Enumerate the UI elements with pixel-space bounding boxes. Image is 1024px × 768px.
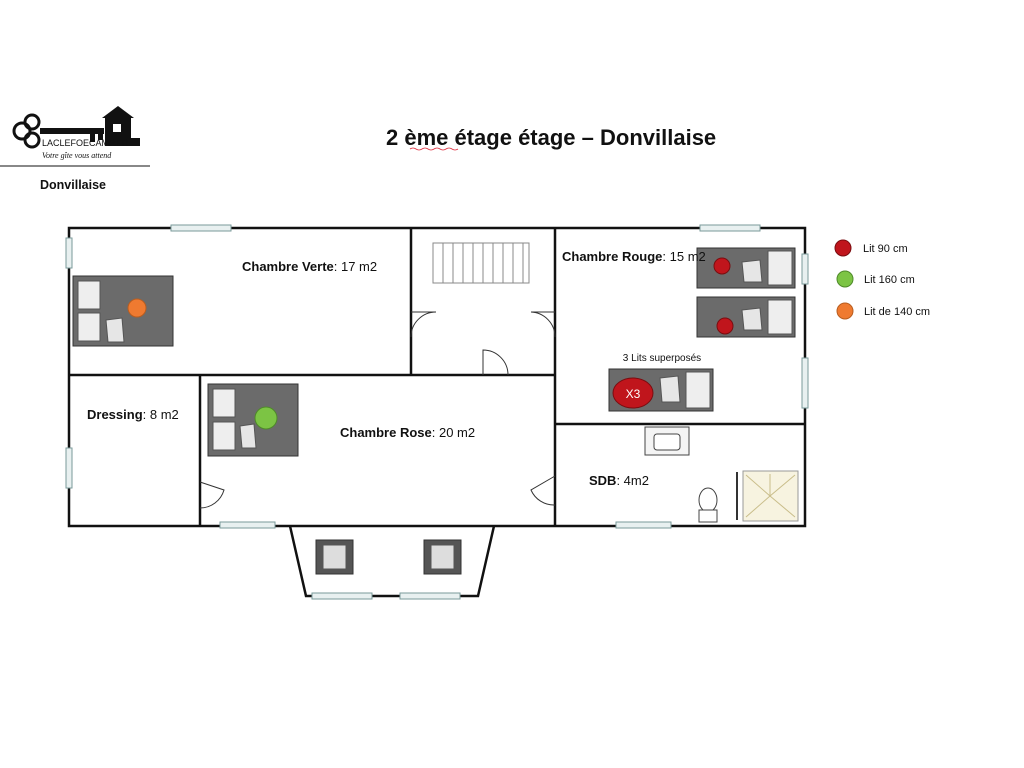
walls xyxy=(67,226,807,598)
staircase xyxy=(432,242,530,284)
bunk-note: 3 Lits superposés xyxy=(623,353,701,364)
legend-swatch-lit-90 xyxy=(834,239,852,257)
label-dressing: Dressing: 8 m2 xyxy=(87,407,179,422)
bed-chambre-rouge-1 xyxy=(696,247,796,289)
armchair-right-icon xyxy=(423,539,462,575)
windows xyxy=(65,224,809,600)
label-sdb: SDB: 4m2 xyxy=(589,473,649,488)
bunk-marker xyxy=(612,377,654,409)
house-icon xyxy=(102,106,140,146)
doors xyxy=(199,311,556,509)
label-chambre-verte: Chambre Verte: 17 m2 xyxy=(242,259,377,274)
toilet-icon xyxy=(698,487,718,523)
bed-90-marker-1 xyxy=(713,257,731,275)
page-title: 2 ème étage étage – Donvillaise xyxy=(386,125,716,150)
bed-chambre-rouge-2 xyxy=(696,296,796,338)
logo: LACLEFOECAMP.FR Votre gîte vous attend D… xyxy=(0,106,150,192)
legend: Lit 90 cm Lit 160 cm Lit de 140 cm xyxy=(834,239,930,320)
logo-tagline: Votre gîte vous attend xyxy=(42,151,112,160)
legend-label-lit-90: Lit 90 cm xyxy=(863,243,908,255)
legend-label-lit-160: Lit 160 cm xyxy=(864,274,915,286)
bed-chambre-rose xyxy=(207,383,299,457)
legend-label-lit-140: Lit de 140 cm xyxy=(864,306,930,318)
label-chambre-rouge: Chambre Rouge: 15 m2 xyxy=(562,249,706,264)
logo-brand: LACLEFOECAMP.FR xyxy=(42,138,129,148)
bed-140-marker xyxy=(127,298,147,318)
key-icon xyxy=(12,113,104,149)
legend-swatch-lit-160 xyxy=(836,270,854,288)
bed-90-marker-2 xyxy=(716,317,734,335)
sink-icon xyxy=(644,426,690,456)
bunk-bed xyxy=(608,368,714,412)
bed-160-marker xyxy=(254,406,278,430)
legend-swatch-lit-140 xyxy=(836,302,854,320)
subtitle: Donvillaise xyxy=(40,178,106,192)
armchair-left-icon xyxy=(315,539,354,575)
bunk-marker-label: X3 xyxy=(626,387,641,401)
bed-chambre-verte xyxy=(72,275,174,347)
spellcheck-underline xyxy=(409,147,459,151)
label-chambre-rose: Chambre Rose: 20 m2 xyxy=(340,425,475,440)
shower-icon xyxy=(736,470,799,522)
